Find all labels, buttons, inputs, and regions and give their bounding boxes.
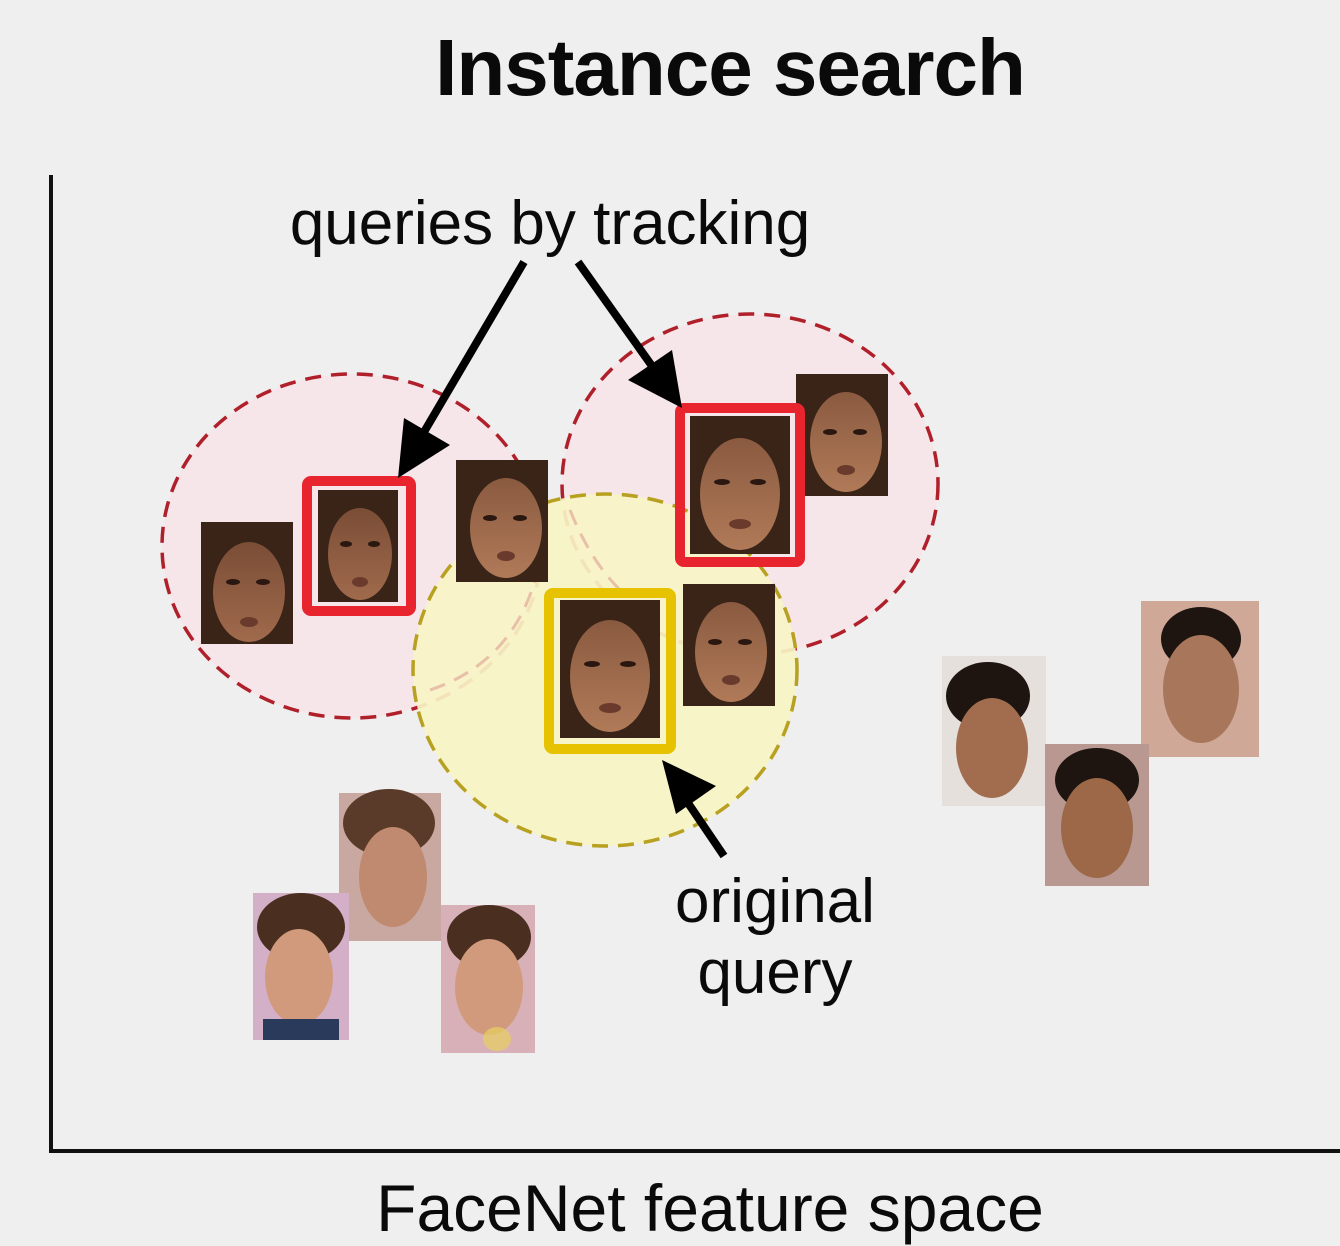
face-group-query-identity [201, 374, 888, 754]
original-query-border [544, 588, 676, 754]
label-original-query: original query [600, 866, 950, 1009]
face-group-other-identity-right [942, 601, 1259, 886]
arrow-head-original [662, 760, 716, 814]
cluster-overlap-dash [568, 509, 622, 592]
axis-label: FaceNet feature space [376, 1171, 1044, 1245]
cluster-overlap-dash [429, 559, 542, 692]
face-thumbnail [253, 893, 349, 1040]
arrows [398, 259, 728, 859]
arrow-head-tracking-left [398, 418, 450, 478]
label-original-query-line2: query [697, 938, 853, 1008]
face-thumbnail [1045, 744, 1149, 886]
face-thumbnail [796, 374, 888, 496]
face-thumbnail [1141, 601, 1259, 757]
axes [49, 175, 1340, 1153]
face-thumbnail-tracking-query [690, 416, 790, 554]
tracking-query-border [302, 476, 416, 616]
face-thumbnail [441, 905, 535, 1053]
arrow-shaft-original [682, 797, 728, 859]
face-thumbnail [683, 584, 775, 706]
face-thumbnail [201, 522, 293, 644]
face-thumbnail [942, 656, 1046, 806]
face-thumbnail-original-query [560, 600, 660, 738]
face-group-other-identity-left [253, 789, 535, 1053]
label-queries-by-tracking: queries by tracking [289, 189, 811, 258]
arrow-shaft-tracking-right [574, 259, 656, 369]
arrow-shaft-tracking-left [420, 259, 528, 435]
face-thumbnail [339, 789, 441, 941]
face-thumbnail [456, 460, 548, 582]
arrow-head-tracking-right [628, 350, 682, 408]
diagram-title: Instance search [435, 23, 1026, 112]
face-thumbnail-tracking-query [318, 490, 398, 602]
label-original-query-line1: original [675, 867, 875, 936]
tracking-query-border [675, 403, 805, 567]
